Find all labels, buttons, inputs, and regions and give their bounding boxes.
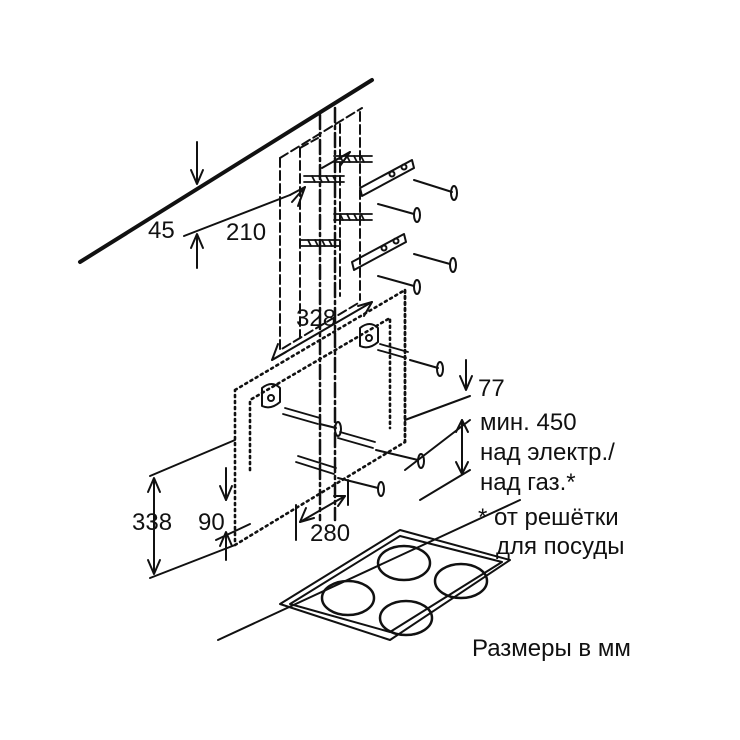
dim-338-label: 338	[132, 509, 173, 536]
dowel	[333, 155, 373, 163]
dim-90-lines	[215, 467, 251, 561]
units-caption: Размеры в мм	[472, 635, 631, 662]
hood-body-outline	[233, 288, 407, 547]
worktop-lines	[217, 499, 521, 641]
dowel	[333, 213, 373, 221]
screw	[375, 449, 425, 469]
dowel	[299, 239, 341, 247]
lower-mounting-bracket	[351, 233, 407, 271]
hood-hook-openings	[261, 323, 379, 409]
footnote-line2: для посуды	[496, 533, 625, 560]
cooktop-frame	[279, 529, 511, 641]
dowel	[303, 175, 345, 183]
burner-back-left	[376, 544, 432, 582]
screw	[377, 203, 421, 223]
dim-328-label: 328	[296, 305, 337, 332]
min-distance-note-line2: над электр./	[480, 439, 615, 466]
dim-280-lines	[295, 479, 349, 541]
min-distance-note-line1: мин. 450	[480, 409, 577, 436]
dim-77-label: 77	[478, 375, 505, 402]
dowel	[337, 431, 376, 449]
dowel	[295, 455, 337, 475]
dim-45-lines	[183, 141, 291, 269]
dim-210-lines	[289, 151, 351, 207]
screw	[319, 421, 342, 437]
screw	[377, 275, 421, 295]
dowel	[282, 407, 321, 425]
min-distance-note-line3: над газ.*	[480, 469, 576, 496]
dim-210-label: 210	[226, 219, 267, 246]
cooktop-burners	[320, 544, 489, 637]
wall-dowels	[282, 155, 409, 475]
screw	[413, 253, 457, 273]
upper-mounting-bracket	[359, 159, 415, 197]
burner-front-left	[320, 579, 376, 617]
dim-90-label: 90	[198, 509, 225, 536]
ceiling-line	[78, 78, 374, 264]
dim-77-450-lines	[404, 359, 473, 501]
screws	[319, 179, 458, 497]
dim-328-lines	[271, 301, 373, 361]
burner-front-right	[378, 599, 434, 637]
screw	[409, 359, 444, 377]
dim-338-lines	[147, 439, 236, 579]
burner-back-right	[433, 562, 489, 600]
dim-45-label: 45	[148, 217, 175, 244]
dowel	[377, 343, 409, 359]
screw	[337, 477, 385, 497]
dim-280-label: 280	[310, 520, 351, 547]
screw	[413, 179, 458, 201]
footnote-line1: * от решётки	[478, 504, 619, 531]
